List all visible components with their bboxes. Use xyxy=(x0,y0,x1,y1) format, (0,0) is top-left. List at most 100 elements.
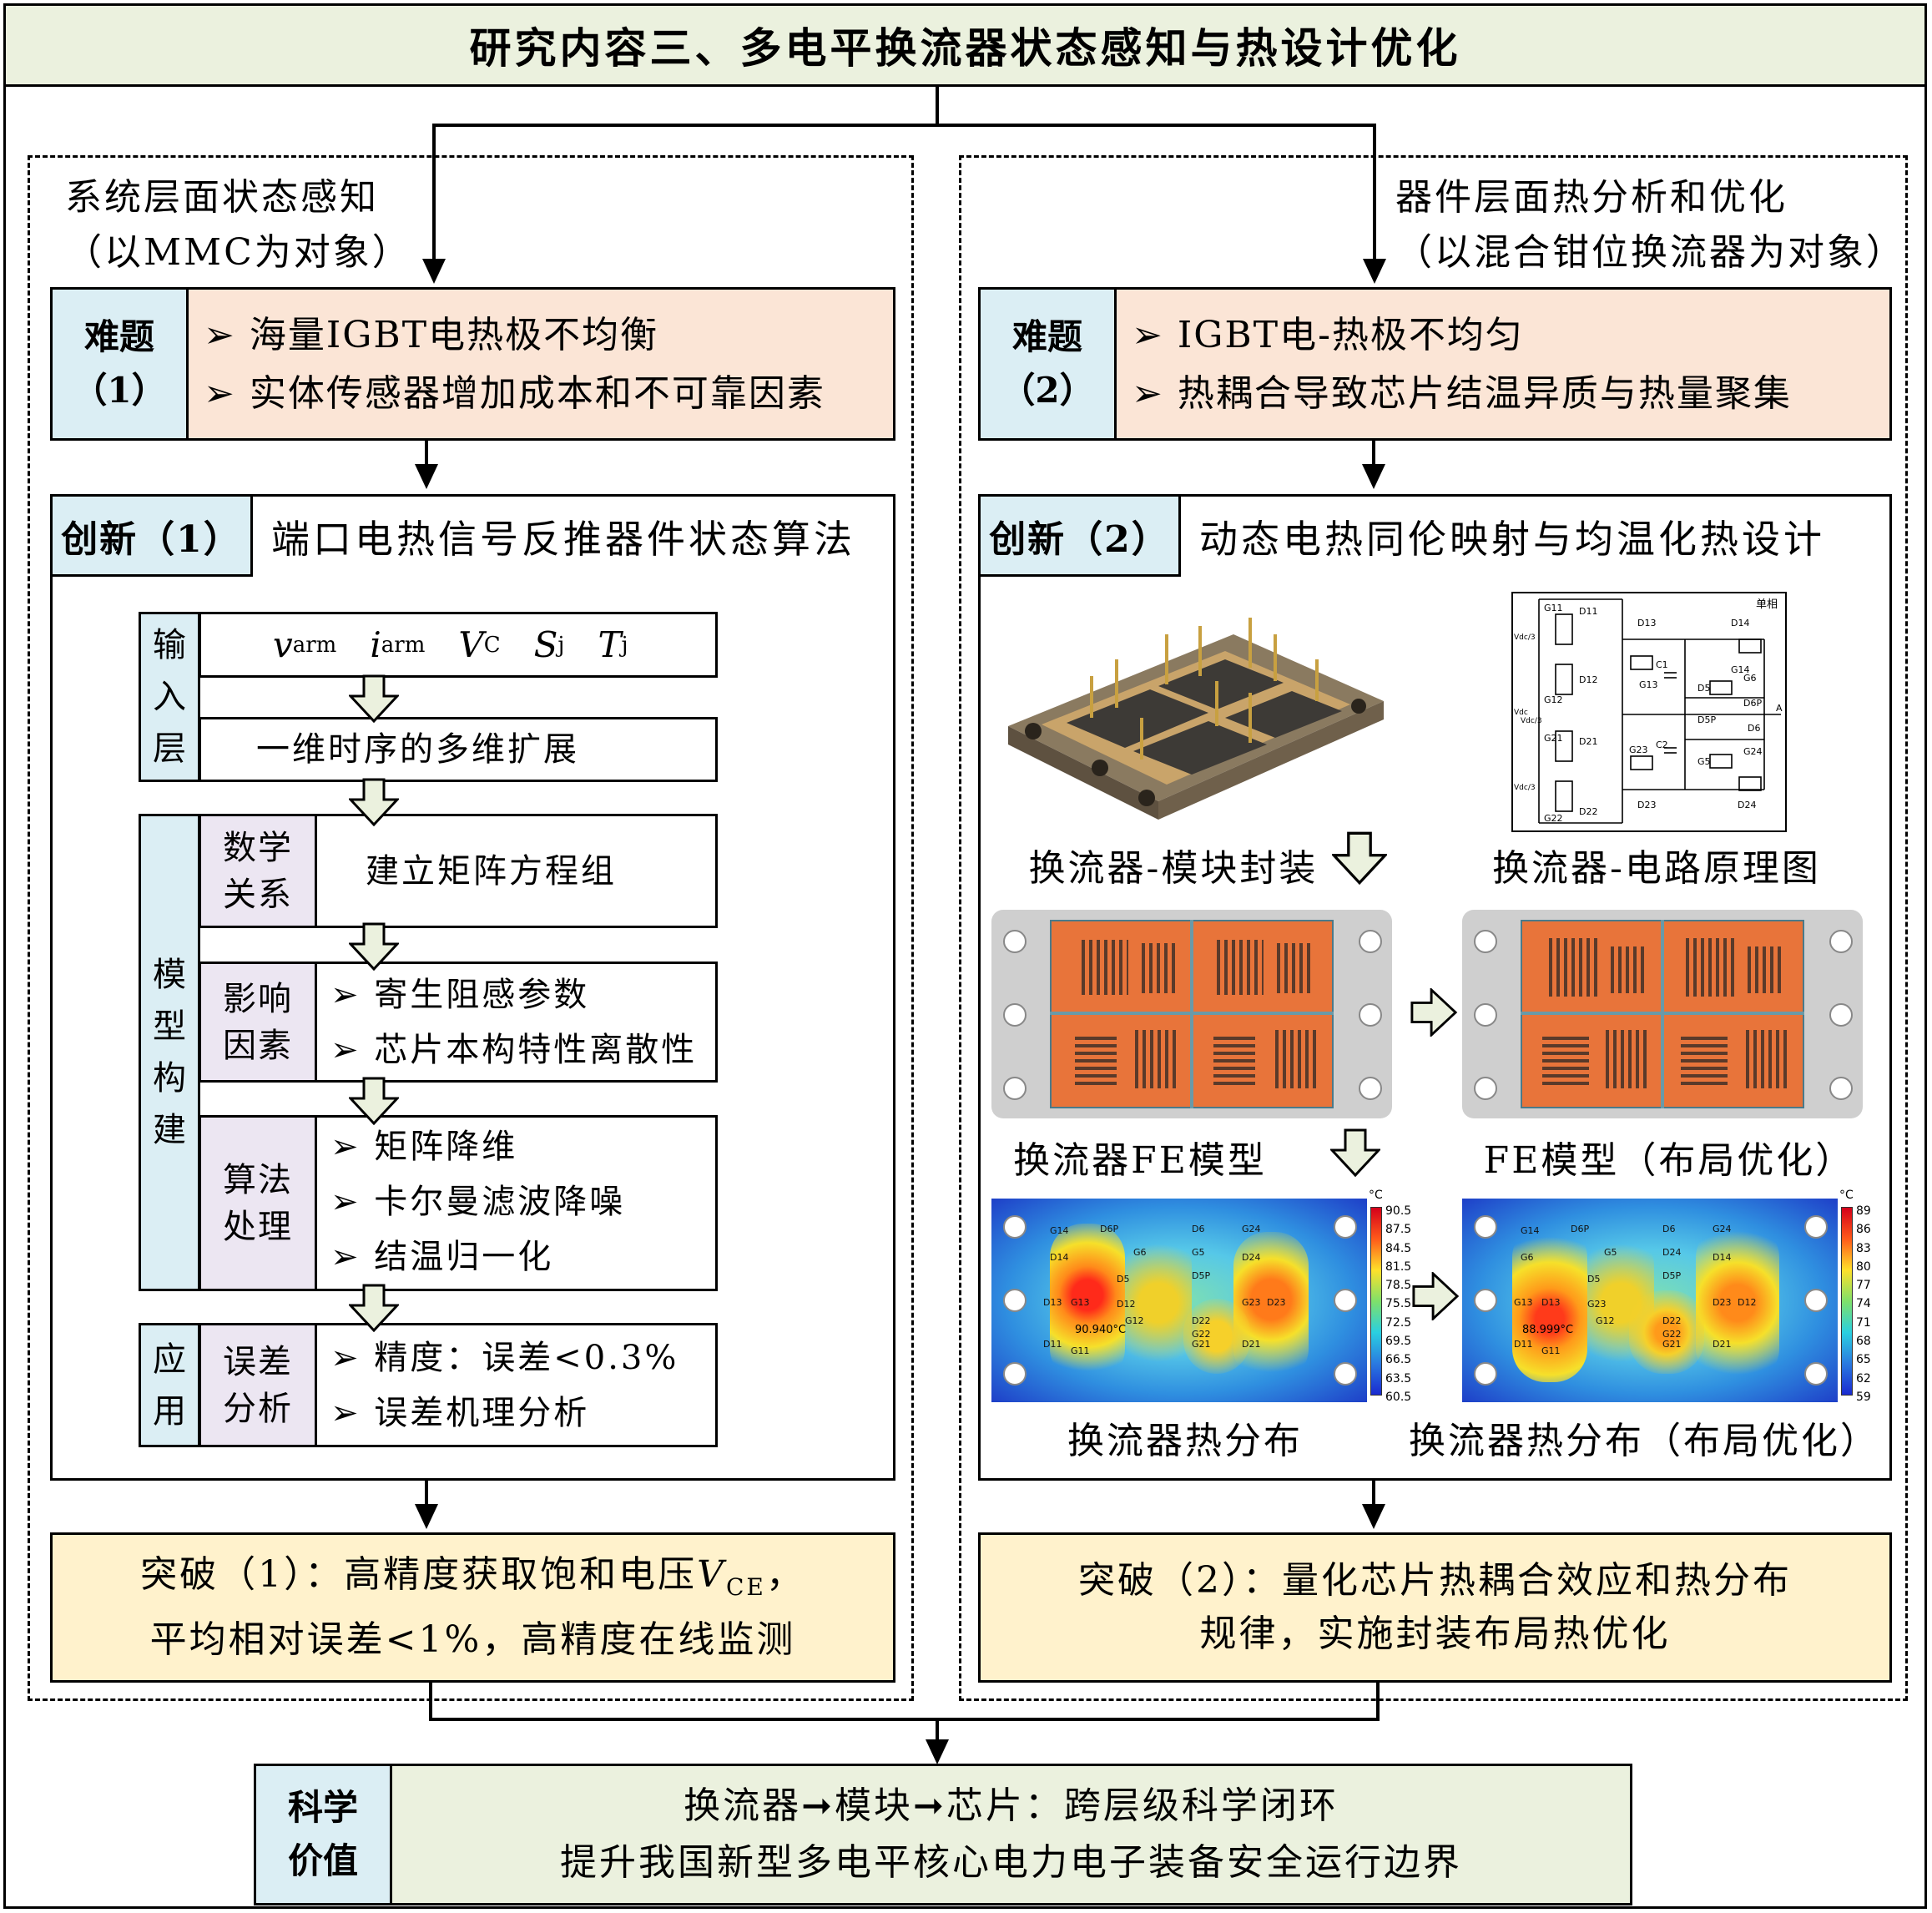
left-problem-box: 难题（1） 海量IGBT电热极不均衡 实体传感器增加成本和不可靠因素 xyxy=(50,287,895,441)
heat-max-label: 88.999°C xyxy=(1522,1324,1574,1336)
chip-label: G23 xyxy=(1587,1299,1607,1310)
scale-tick: 77 xyxy=(1856,1279,1871,1293)
connector xyxy=(425,1481,428,1506)
chip-label: G13 xyxy=(1071,1297,1090,1308)
factor-list: 寄生阻感参数 芯片本构特性离散性 xyxy=(317,964,697,1080)
scale-tick: 69.5 xyxy=(1385,1335,1412,1349)
arrow-down-icon xyxy=(415,464,438,489)
connector xyxy=(432,124,436,260)
connector xyxy=(1372,441,1375,466)
error-list: 精度：误差<0.3% 误差机理分析 xyxy=(317,1325,678,1445)
svg-text:D6: D6 xyxy=(1748,723,1760,734)
scale-tick: 63.5 xyxy=(1385,1371,1412,1386)
scientific-value-box: 科学价值 换流器➞模块➞芯片：跨层级科学闭环 提升我国新型多电平核心电力电子装备… xyxy=(254,1764,1632,1905)
scale-tick: 89 xyxy=(1856,1204,1871,1218)
chip-label: D5 xyxy=(1587,1274,1600,1285)
scale-tick: 65 xyxy=(1856,1353,1871,1367)
algo-item: 矩阵降维 xyxy=(330,1119,625,1174)
arrow-down-icon xyxy=(926,1739,949,1764)
scale-unit: °C xyxy=(1369,1189,1383,1202)
svg-text:C1: C1 xyxy=(1656,659,1668,670)
scale-tick: 72.5 xyxy=(1385,1315,1412,1330)
error-item: 精度：误差<0.3% xyxy=(330,1330,678,1386)
arrow-down-icon xyxy=(1362,1504,1385,1529)
arrow-down-icon xyxy=(415,1504,438,1529)
caption-fe: 换流器FE模型 xyxy=(1013,1139,1267,1182)
svg-text:G12: G12 xyxy=(1544,694,1563,705)
chip-label: G24 xyxy=(1242,1224,1261,1234)
svg-text:D5P: D5P xyxy=(1697,714,1716,725)
math-label: 数学关系 xyxy=(201,816,317,926)
right-section-subtitle: （以混合钳位换流器为对象） xyxy=(1395,231,1905,274)
flow-arrow-icon xyxy=(349,922,399,971)
problem-list: IGBT电-热极不均匀 热耦合导致芯片结温异质与热量聚集 xyxy=(1117,290,1792,438)
right-dashed-panel xyxy=(959,155,1908,1701)
arrow-down-icon xyxy=(1362,464,1385,489)
svg-text:D6P: D6P xyxy=(1743,698,1762,709)
svg-text:Vdc/3: Vdc/3 xyxy=(1514,784,1536,792)
factor-label: 影响因素 xyxy=(201,964,317,1080)
fe-model-optimized-image xyxy=(1462,910,1863,1118)
chip-label: G22 xyxy=(1662,1329,1682,1340)
heat-scale-bar xyxy=(1370,1207,1382,1396)
value-line: 换流器➞模块➞芯片：跨层级科学闭环 xyxy=(684,1784,1339,1827)
chip-label: G22 xyxy=(1192,1329,1211,1340)
scale-tick: 74 xyxy=(1856,1297,1871,1311)
value-label: 科学价值 xyxy=(256,1766,392,1903)
value-line: 提升我国新型多电平核心电力电子装备安全运行边界 xyxy=(560,1841,1462,1884)
chip-label: D6 xyxy=(1192,1224,1204,1234)
innovation-text: 动态电热同伦映射与均温化热设计 xyxy=(1199,517,1825,562)
scale-tick: 75.5 xyxy=(1385,1297,1412,1311)
svg-text:G13: G13 xyxy=(1639,679,1658,690)
innovation-text: 端口电热信号反推器件状态算法 xyxy=(271,517,855,562)
svg-text:G6: G6 xyxy=(1743,673,1757,684)
scale-tick: 90.5 xyxy=(1385,1204,1412,1218)
chip-label: G6 xyxy=(1133,1247,1147,1258)
scale-tick: 87.5 xyxy=(1385,1223,1412,1237)
chip-label: G13 xyxy=(1514,1297,1533,1308)
svg-text:A: A xyxy=(1776,703,1783,714)
scale-tick: 71 xyxy=(1856,1315,1871,1330)
svg-text:D11: D11 xyxy=(1579,606,1597,617)
error-item: 误差机理分析 xyxy=(330,1386,678,1441)
algo-list: 矩阵降维 卡尔曼滤波降噪 结温归一化 xyxy=(317,1118,625,1289)
connector xyxy=(429,1683,432,1721)
chip-label: G12 xyxy=(1596,1315,1615,1326)
svg-text:G14: G14 xyxy=(1731,664,1750,675)
left-section-title: 系统层面状态感知 （以MMC为对象） xyxy=(65,176,411,274)
connector xyxy=(425,441,428,466)
connector xyxy=(1372,1481,1375,1506)
chip-label: D22 xyxy=(1192,1315,1210,1326)
caption-heat-optimized: 换流器热分布（布局优化） xyxy=(1409,1420,1879,1462)
chip-label: D13 xyxy=(1043,1297,1062,1308)
algo-item: 卡尔曼滤波降噪 xyxy=(330,1174,625,1229)
chip-label: D5P xyxy=(1192,1270,1210,1281)
scale-tick: 62 xyxy=(1856,1371,1871,1386)
problem-item: 热耦合导致芯片结温异质与热量聚集 xyxy=(1132,365,1792,423)
module-package-image xyxy=(1008,618,1384,820)
algo-label: 算法处理 xyxy=(201,1118,317,1289)
error-label: 误差分析 xyxy=(201,1325,317,1445)
svg-text:D24: D24 xyxy=(1738,800,1756,810)
scale-unit: °C xyxy=(1839,1189,1854,1202)
svg-text:G22: G22 xyxy=(1544,813,1563,824)
chip-label: D12 xyxy=(1117,1299,1135,1310)
svg-text:G5: G5 xyxy=(1697,756,1711,767)
problem-label: 难题（1） xyxy=(53,290,189,438)
scale-tick: 60.5 xyxy=(1385,1390,1412,1404)
caption-module: 换流器-模块封装 xyxy=(1028,847,1319,890)
connector xyxy=(936,87,939,125)
scale-tick: 80 xyxy=(1856,1259,1871,1274)
chip-label: G12 xyxy=(1125,1315,1144,1326)
chip-label: G21 xyxy=(1192,1339,1211,1350)
flow-arrow-right-icon xyxy=(1410,988,1458,1037)
left-breakthrough: 突破（1）：高精度获取饱和电压VCE， 平均相对误差<1%，高精度在线监测 xyxy=(50,1532,895,1683)
svg-text:Vdc/3: Vdc/3 xyxy=(1521,717,1542,725)
svg-text:G24: G24 xyxy=(1743,746,1763,757)
chip-label: G24 xyxy=(1713,1224,1732,1234)
chip-label: D22 xyxy=(1662,1315,1681,1326)
connector xyxy=(1373,124,1376,260)
